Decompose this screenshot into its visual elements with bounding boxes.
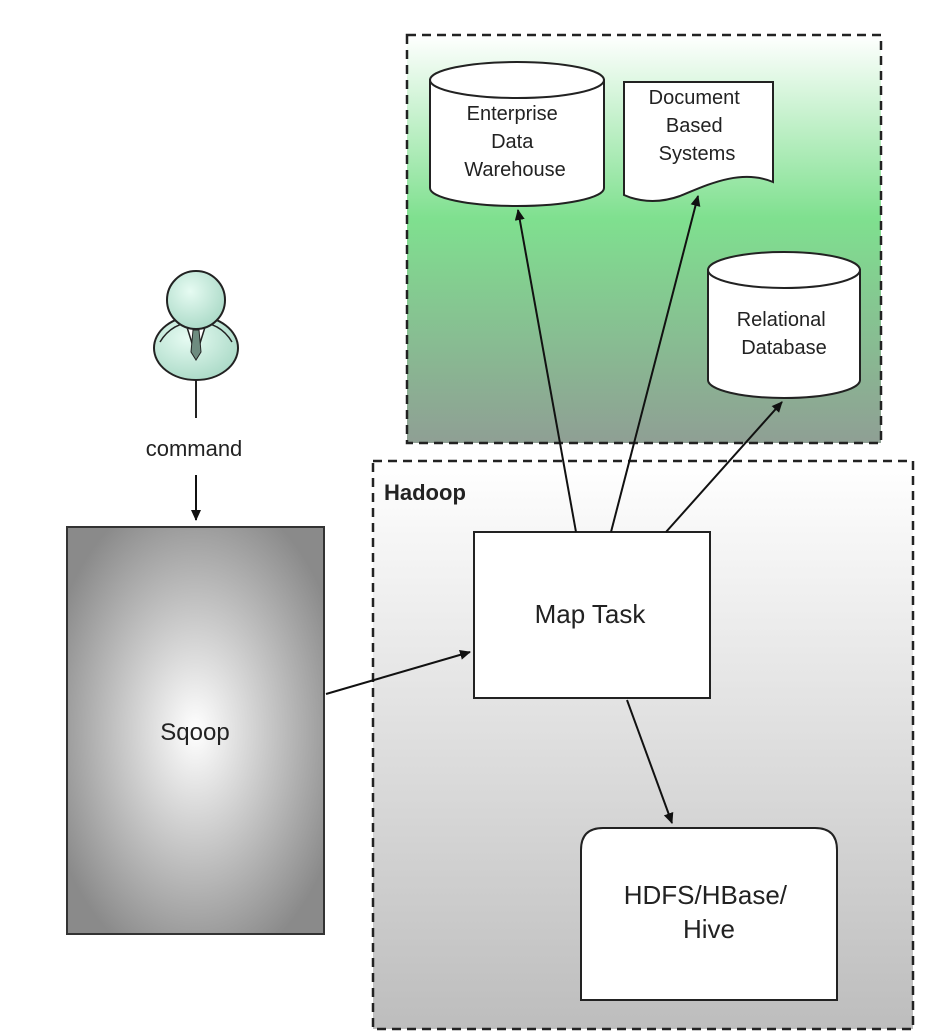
arrow-map-task-to-docs: [610, 195, 701, 533]
map-task-box: Map Task: [473, 531, 711, 699]
svg-text:Document Based Sys: Document Based Systems: [649, 87, 746, 165]
edw-label-line1: Enterprise: [467, 103, 558, 125]
docs-label-line3: Systems: [659, 143, 736, 165]
hdfs-label-line2: Hive: [683, 914, 735, 944]
document-based-systems-shape: Document Based Systems: [623, 81, 774, 202]
flow-arrows: [325, 195, 783, 824]
hadoop-title: Hadoop: [384, 480, 466, 505]
docs-label-line1: Document: [649, 87, 741, 109]
edw-label-line3: Warehouse: [464, 159, 566, 181]
rdb-label-line2: Database: [741, 337, 827, 359]
arrow-sqoop-to-map-task: [325, 650, 471, 695]
command-label: command: [146, 436, 243, 461]
sqoop-box: Sqoop: [66, 526, 325, 935]
arrow-map-task-to-hdfs: [626, 699, 674, 824]
sqoop-label: Sqoop: [160, 719, 229, 746]
enterprise-data-warehouse-cylinder: Enterprise Data Warehouse: [429, 61, 605, 207]
hdfs-hbase-hive-box: HDFS/HBase/ Hive: [580, 827, 838, 1001]
edw-label-line2: Data: [491, 131, 534, 153]
arrow-map-task-to-relational-db: [665, 401, 783, 533]
docs-label-line2: Based: [666, 115, 723, 137]
svg-text:Enterprise Data Wa: Enterprise Data Warehouse: [464, 103, 566, 181]
svg-text:HDFS/HBase/ Hive: HDFS/HBase/ Hive: [624, 880, 795, 944]
rdb-label-line1: Relational: [737, 309, 826, 331]
svg-text:Relational Database: Relational Database: [737, 309, 832, 359]
relational-database-cylinder: Relational Database: [707, 251, 861, 399]
map-task-label: Map Task: [535, 599, 647, 629]
hdfs-label-line1: HDFS/HBase/: [624, 880, 788, 910]
arrow-map-task-to-edw: [514, 209, 577, 533]
user-actor-icon: [153, 270, 239, 418]
